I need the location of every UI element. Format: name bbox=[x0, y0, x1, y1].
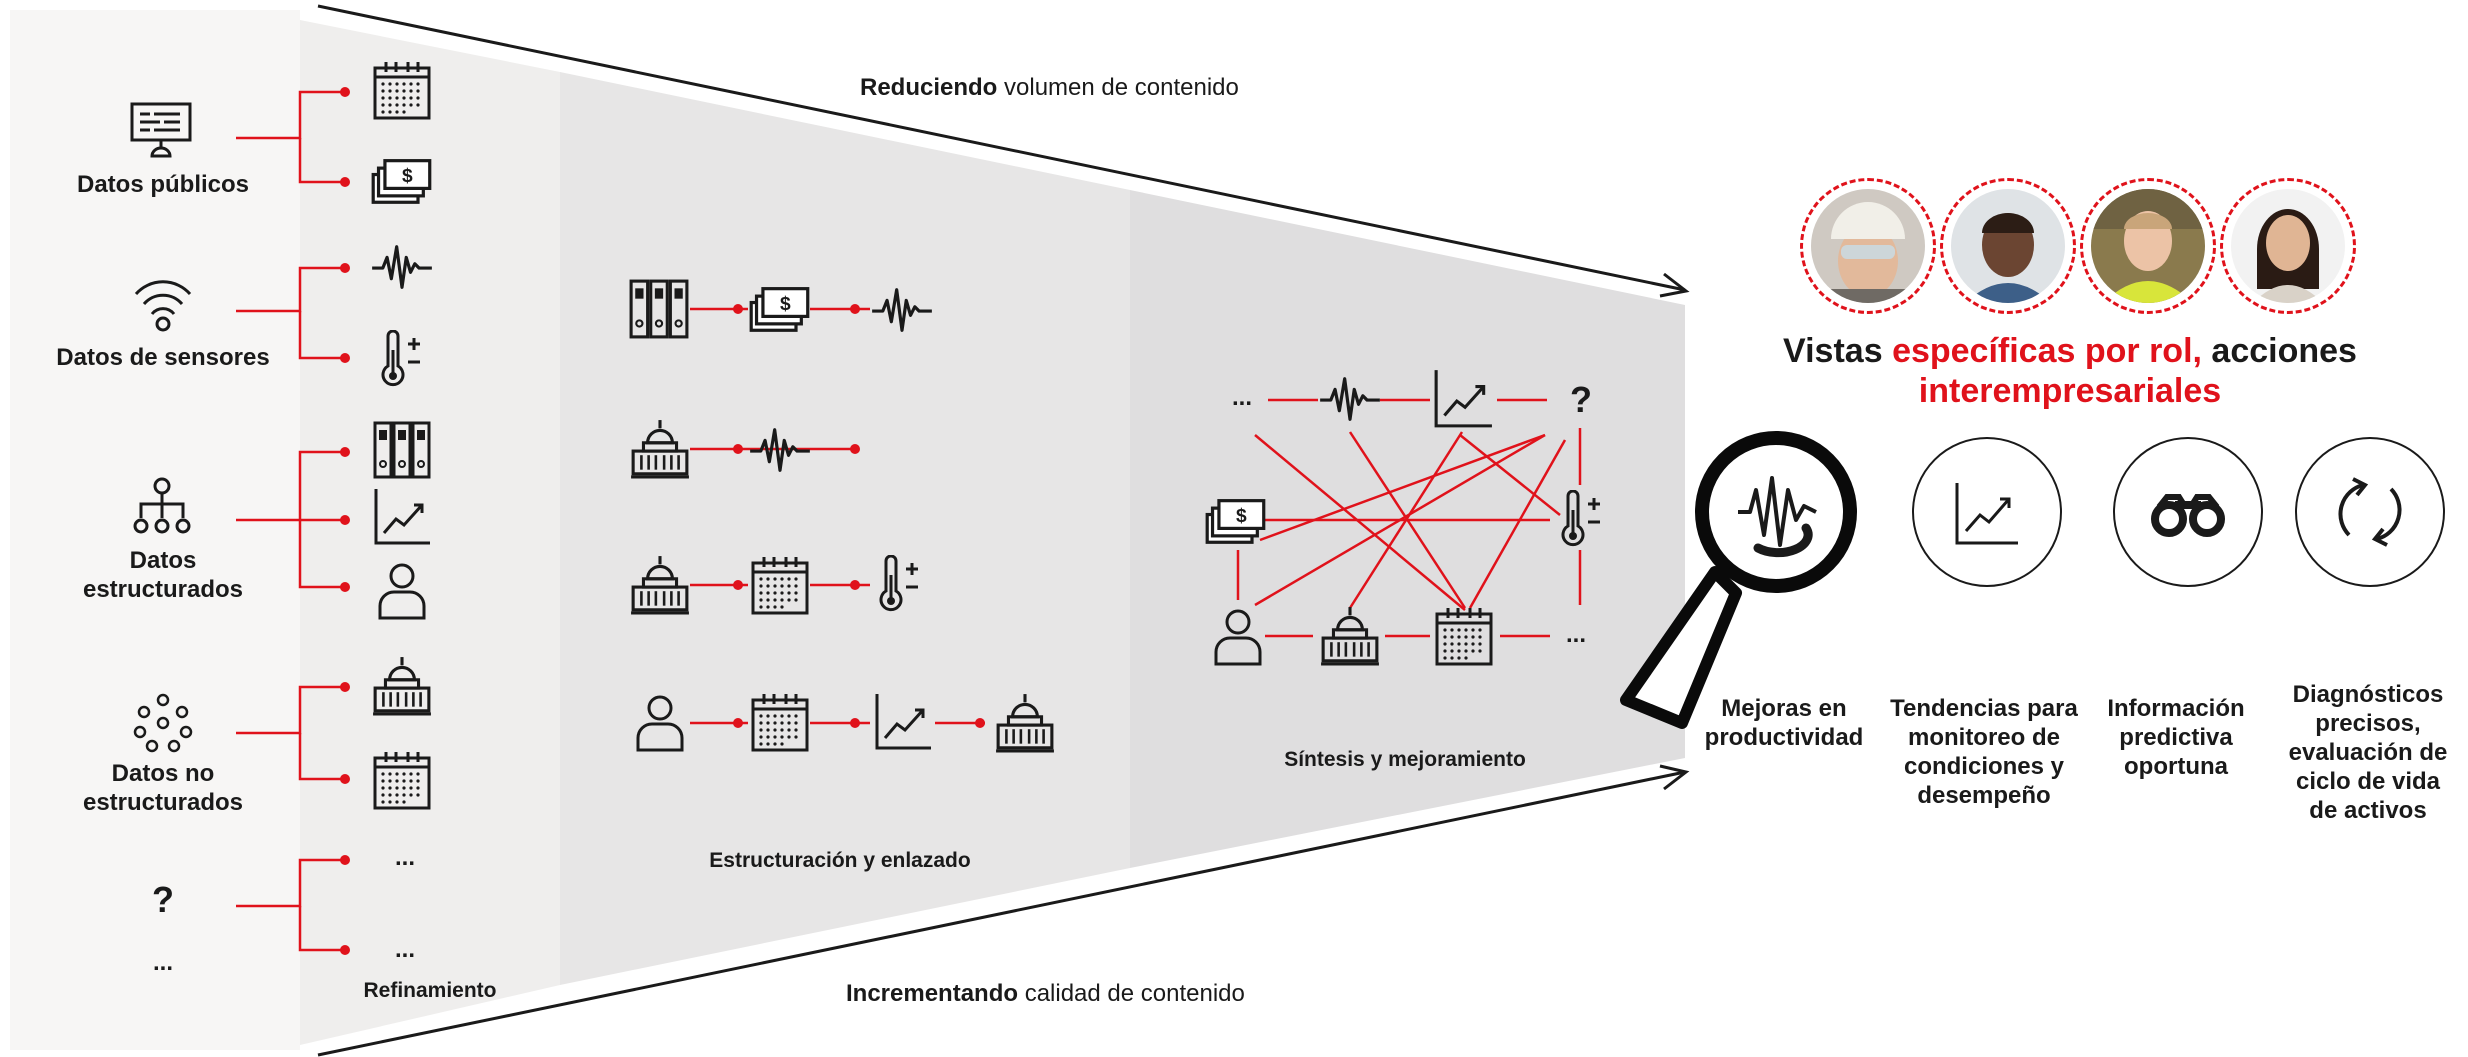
bottom-rest-text: calidad de contenido bbox=[1018, 980, 1245, 1007]
magnifier-icon bbox=[1620, 431, 1857, 729]
synthesis-dots-right: ... bbox=[1565, 621, 1586, 648]
avatar-worker-hardhat bbox=[1800, 178, 1936, 314]
capitol-icon bbox=[628, 418, 692, 480]
benefit-line: condiciones y bbox=[1903, 753, 2065, 780]
binoculars-benefit-circle bbox=[2113, 437, 2263, 587]
dots-cluster-icon bbox=[133, 693, 193, 753]
person-icon bbox=[630, 692, 690, 752]
trend-chart-icon bbox=[873, 692, 933, 752]
benefit-line: Tendencias para bbox=[1890, 695, 2078, 722]
benefit-line: Información bbox=[2107, 695, 2245, 722]
trend-chart-icon bbox=[1955, 483, 2018, 545]
stage-synthesis-label: Síntesis y mejoramiento bbox=[1284, 748, 1526, 771]
benefit-line: precisos, bbox=[2315, 710, 2421, 737]
source-sensors-label: Datos de sensores bbox=[56, 344, 270, 371]
pulse-icon bbox=[370, 240, 434, 294]
benefit-line: desempeño bbox=[1917, 782, 2051, 809]
benefit-line: de activos bbox=[2309, 797, 2427, 824]
money-icon bbox=[1204, 495, 1268, 549]
benefit-line: oportuna bbox=[2124, 753, 2228, 780]
cycle-icon bbox=[2338, 477, 2402, 547]
trend-chart-icon bbox=[372, 487, 432, 547]
top-arrow-label: Reduciendo volumen de contenido bbox=[860, 74, 1239, 102]
capitol-icon bbox=[993, 692, 1057, 754]
thermometer-icon bbox=[870, 555, 930, 615]
avatar-engineer-vest bbox=[2080, 178, 2216, 314]
top-bold-text: Reduciendo bbox=[860, 74, 998, 101]
benefit-line: Mejoras en bbox=[1721, 695, 1847, 722]
org-chart-icon bbox=[133, 477, 191, 534]
cycle-benefit-circle bbox=[2295, 437, 2445, 587]
source-public-label: Datos públicos bbox=[76, 171, 250, 198]
binders-icon bbox=[372, 420, 432, 480]
calendar-icon bbox=[372, 60, 432, 120]
avatar-man-portrait bbox=[1940, 178, 2076, 314]
capitol-icon bbox=[1318, 605, 1382, 667]
person-icon bbox=[372, 560, 432, 620]
unknown-source-mark: ? bbox=[152, 879, 174, 920]
synthesis-dots-left: ... bbox=[1231, 384, 1252, 411]
binders-icon bbox=[628, 278, 690, 340]
pulse-icon bbox=[1318, 372, 1382, 426]
benefit-line: monitoreo de bbox=[1907, 724, 2060, 751]
title-part1: Vistas bbox=[1783, 332, 1893, 370]
binoculars-icon bbox=[2151, 494, 2225, 537]
benefit-line: predictiva bbox=[2119, 724, 2233, 751]
person-icon bbox=[1208, 606, 1268, 666]
trend-benefit-circle bbox=[1912, 437, 2062, 587]
branch-dots-bottom: ... bbox=[394, 936, 415, 963]
avatar-woman-portrait bbox=[2220, 178, 2356, 314]
trend-chart-icon bbox=[1432, 368, 1494, 430]
bottom-arrow-label: Incrementando calidad de contenido bbox=[846, 980, 1245, 1008]
thermometer-icon bbox=[1552, 490, 1612, 550]
structured-line2: estructurados bbox=[82, 576, 244, 603]
title-part2: acciones bbox=[2201, 332, 2357, 370]
synthesis-question: ? bbox=[1570, 379, 1592, 420]
unstructured-line1: Datos no bbox=[111, 760, 215, 787]
benefit-line: Diagnósticos bbox=[2292, 681, 2444, 708]
stage-structure-label: Estructuración y enlazado bbox=[709, 849, 971, 872]
capitol-icon bbox=[628, 554, 692, 616]
pulse-icon bbox=[748, 423, 812, 477]
unknown-source-dots: ... bbox=[152, 949, 173, 976]
stage-refine-label: Refinamiento bbox=[363, 979, 497, 1002]
calendar-icon bbox=[372, 750, 432, 810]
benefit-line: productividad bbox=[1704, 724, 1864, 751]
outcome-title: Vistas específicas por rol, acciones int… bbox=[1760, 331, 2380, 411]
top-rest-text: volumen de contenido bbox=[997, 74, 1239, 101]
wifi-icon bbox=[134, 280, 192, 332]
capitol-icon bbox=[370, 655, 434, 717]
benefit-line: ciclo de vida bbox=[2295, 768, 2441, 795]
calendar-icon bbox=[750, 555, 810, 615]
bottom-bold-text: Incrementando bbox=[846, 980, 1019, 1007]
branch-dots-top: ... bbox=[394, 844, 415, 871]
money-icon bbox=[370, 155, 434, 209]
monitor-icon bbox=[130, 102, 192, 158]
pulse-icon bbox=[870, 283, 934, 337]
title-red-part: específicas por rol, bbox=[1892, 332, 2202, 370]
money-icon bbox=[748, 283, 812, 337]
thermometer-icon bbox=[372, 330, 432, 390]
benefit-line: evaluación de bbox=[2288, 739, 2448, 766]
calendar-icon bbox=[750, 692, 810, 752]
title-line2: interempresariales bbox=[1918, 372, 2222, 410]
calendar-icon bbox=[1434, 606, 1494, 666]
structured-line1: Datos bbox=[129, 547, 197, 574]
unstructured-line2: estructurados bbox=[82, 789, 244, 816]
